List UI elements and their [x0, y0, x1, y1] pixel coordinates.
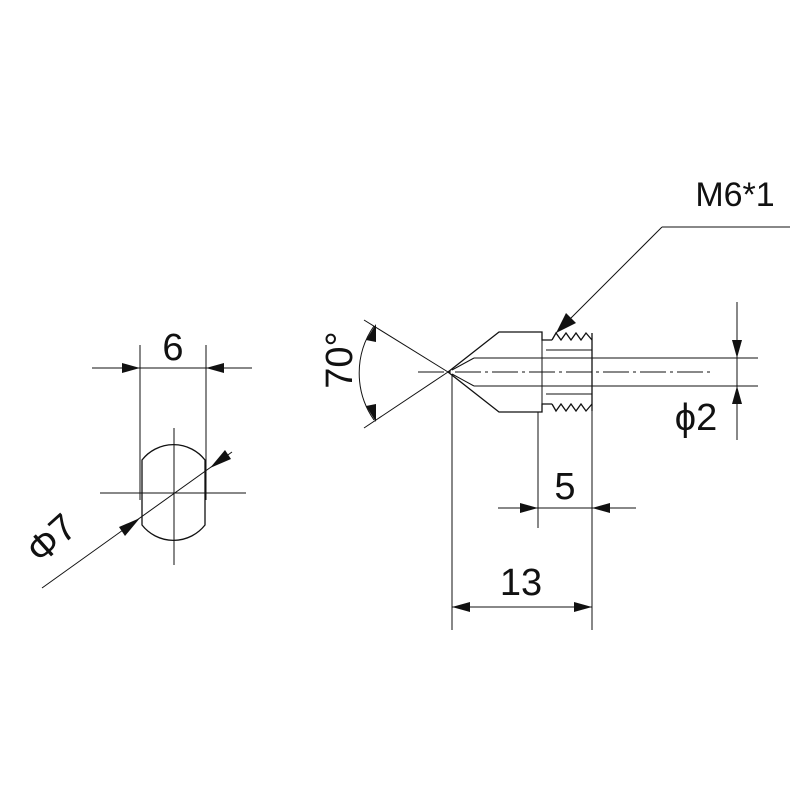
end-view-outline [141, 444, 206, 541]
dim-phi7-arrow-lower [119, 518, 140, 536]
nozzle-outline-bottom [447, 371, 552, 413]
thread-leader-arrow [556, 313, 576, 333]
angle-ext-upper [363, 319, 449, 373]
angle-label: 70° [319, 331, 361, 388]
dim-5-arrow-left [520, 503, 538, 513]
angle-arrow-lower [366, 404, 376, 422]
angle-arrow-upper [366, 324, 376, 342]
dim-phi7-label: Φ7 [19, 506, 85, 572]
dim-13-arrow-left [452, 602, 470, 612]
dim-13-label: 13 [500, 562, 542, 604]
dim-phi2-arrow-bottom [732, 386, 742, 404]
dim-phi7-arrow-upper [210, 450, 231, 468]
thread-leader-diagonal [555, 226, 663, 334]
end-view: 6 Φ7 [19, 327, 252, 589]
dim-6-arrow-right [206, 363, 224, 373]
bore-taper-top [451, 357, 475, 371]
dim-phi2-label: ϕ2 [675, 397, 717, 439]
dim-5-arrow-right [592, 503, 610, 513]
dim-13-arrow-right [574, 602, 592, 612]
dim-5-label: 5 [554, 466, 575, 508]
bore-taper-bottom [451, 373, 475, 387]
thread-spec-label: M6*1 [695, 176, 774, 214]
nozzle-outline-top [447, 331, 552, 373]
dim-6-label: 6 [162, 327, 183, 369]
angle-ext-lower [363, 371, 449, 429]
thread-teeth-bottom [551, 402, 593, 413]
thread-teeth-top [551, 331, 593, 342]
angle-arc [358, 325, 375, 421]
side-view: 70° M6*1 ϕ2 5 13 [319, 176, 790, 630]
dim-6-arrow-left [122, 363, 140, 373]
dim-phi2-arrow-top [732, 340, 742, 358]
